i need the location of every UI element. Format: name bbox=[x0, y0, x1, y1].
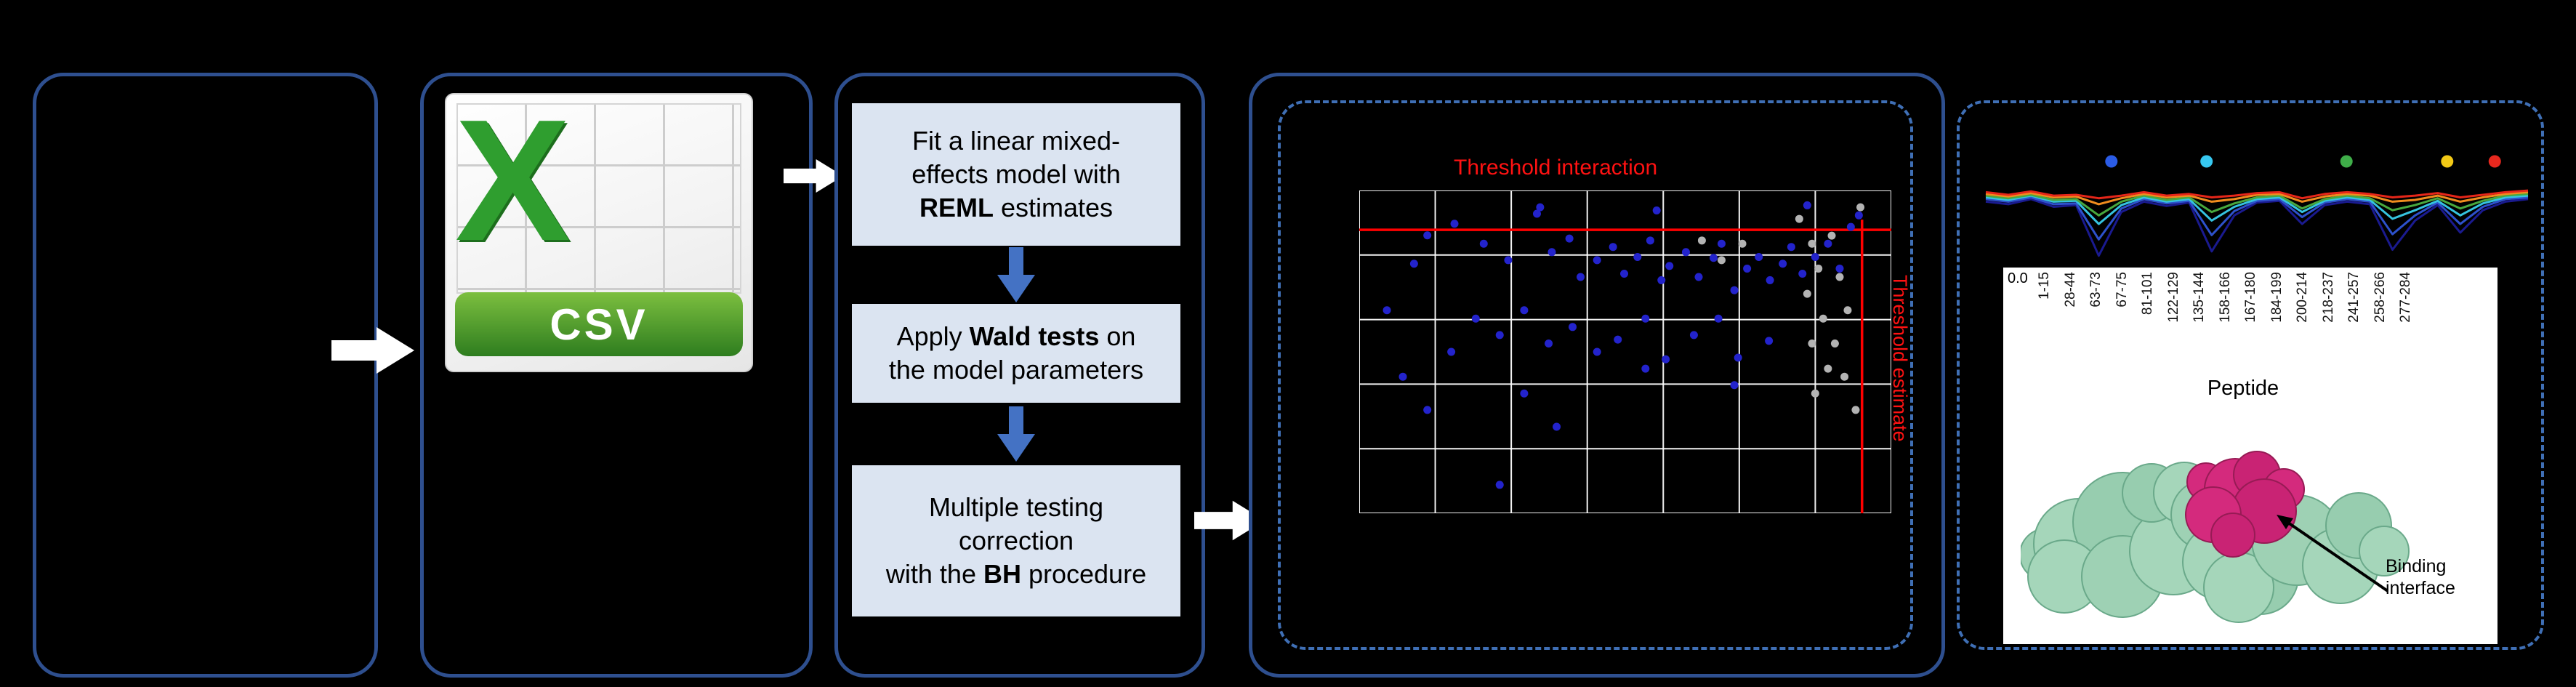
peptide-tick-label: 200-214 bbox=[2295, 272, 2310, 323]
peptide-axis-label: Peptide bbox=[2207, 377, 2279, 400]
protein-structure bbox=[2021, 451, 2410, 623]
volcano-dashed-frame bbox=[1278, 100, 1913, 650]
input-data-box bbox=[33, 73, 378, 678]
threshold-estimate-label: Threshold estimate bbox=[1889, 275, 1911, 442]
annotation-arrow bbox=[2277, 515, 2389, 592]
peptide-tick-label: 277-284 bbox=[2398, 272, 2413, 323]
peptide-tick-label: 218-237 bbox=[2320, 272, 2336, 323]
uptake-chart bbox=[1985, 155, 2529, 257]
peptide-tick-label: 81-101 bbox=[2140, 272, 2155, 316]
volcano-plot bbox=[1359, 190, 1891, 513]
peptide-tick-label: 28-44 bbox=[2062, 272, 2078, 308]
peptide-tick-label: 184-199 bbox=[2269, 272, 2285, 323]
flow-arrow-right-2 bbox=[784, 158, 843, 193]
volcano-result-box bbox=[1249, 73, 1945, 678]
peptide-tick-label: 122-129 bbox=[2165, 272, 2181, 323]
result-dashed-frame bbox=[1957, 100, 2544, 650]
peptide-tick-label: 135-144 bbox=[2191, 272, 2207, 323]
peptide-tick-label: 67-75 bbox=[2114, 272, 2130, 308]
flow-arrow-right-1 bbox=[331, 327, 414, 374]
peptide-panel: 0.0 1-15 28-44 63-73 67-75 81-101 122-129 135-… bbox=[2003, 268, 2497, 644]
arrow-down-1 bbox=[997, 247, 1035, 302]
peptide-tick-label: 158-166 bbox=[2217, 272, 2233, 323]
binding-interface-region bbox=[2185, 451, 2305, 558]
excel-x-glyph: X bbox=[455, 84, 571, 277]
peptide-tick-label: 63-73 bbox=[2088, 272, 2104, 308]
binding-interface-label: Binding interface bbox=[2386, 556, 2455, 598]
peptide-tick-label: 258-266 bbox=[2372, 272, 2388, 323]
y-axis-tick: 0.0 bbox=[2008, 270, 2028, 286]
arrow-down-2 bbox=[997, 406, 1035, 462]
flow-arrow-right-3 bbox=[1194, 500, 1265, 541]
peptide-tick-label: 1-15 bbox=[2037, 272, 2052, 300]
peptide-tick-label: 167-180 bbox=[2243, 272, 2258, 323]
csv-banner-label: CSV bbox=[455, 292, 743, 356]
csv-file-icon: X CSV bbox=[445, 84, 753, 372]
threshold-interaction-label: Threshold interaction bbox=[1454, 156, 1658, 180]
peptide-tick-label: 241-257 bbox=[2346, 272, 2362, 323]
